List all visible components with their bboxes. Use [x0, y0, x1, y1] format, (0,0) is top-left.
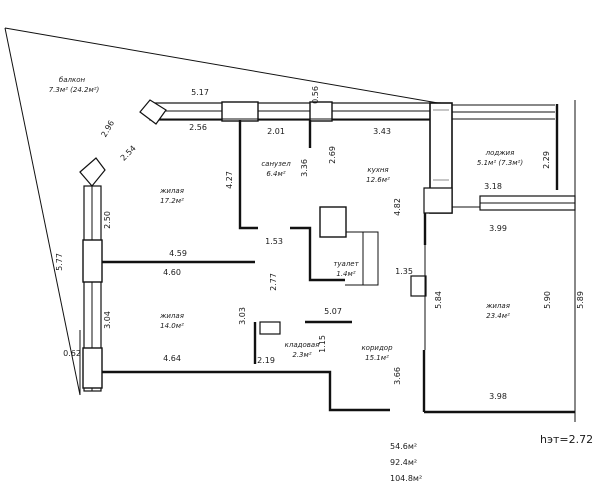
dim-277: 2.77 [269, 273, 278, 291]
dim-254: 2.54 [119, 144, 138, 163]
dim-590: 5.90 [543, 291, 552, 309]
living-mid-name: жилая [159, 312, 184, 320]
dim-056: 0.56 [311, 86, 320, 104]
pantry-name: кладовая [285, 341, 320, 349]
loggia-area: 5.1м² (7.3м²) [477, 159, 523, 167]
dim-589: 5.89 [576, 291, 585, 309]
kitchen-area: 12.6м² [366, 176, 390, 184]
dim-303: 3.03 [238, 307, 247, 325]
dim-343: 3.43 [373, 127, 391, 136]
dim-459: 4.59 [169, 249, 187, 258]
room-labels: балкон 7.3м² (24.2м²) лоджия 5.1м² (7.3м… [49, 76, 524, 362]
interior-walls [102, 120, 575, 414]
dim-399: 3.99 [489, 224, 507, 233]
toilet-area: 1.4м² [336, 270, 355, 278]
dim-256: 2.56 [189, 123, 207, 132]
area-totals: 54.6м² 92.4м² 104.8м² hэт=2.72 [390, 433, 593, 483]
dim-464: 4.64 [163, 354, 181, 363]
dim-269: 2.69 [328, 146, 337, 164]
dim-336: 3.36 [300, 159, 309, 177]
corridor-area: 15.1м² [365, 354, 389, 362]
living-mid-area: 14.0м² [160, 322, 184, 330]
dim-398: 3.98 [489, 392, 507, 401]
dim-304: 3.04 [103, 311, 112, 329]
dim-062: 0.62 [63, 349, 81, 358]
total-living-area: 54.6м² [390, 442, 417, 451]
balcony-outline [4, 27, 439, 396]
dim-153: 1.53 [265, 237, 283, 246]
balcony-area: 7.3м² (24.2м²) [49, 86, 100, 94]
dim-201: 2.01 [267, 127, 285, 136]
living-right-name: жилая [485, 302, 510, 310]
pantry-area: 2.3м² [292, 351, 311, 359]
bathroom-name: санузел [261, 160, 291, 168]
dim-135: 1.35 [395, 267, 413, 276]
dim-296: 2.96 [99, 119, 116, 139]
dim-507: 5.07 [324, 307, 342, 316]
living-right-area: 23.4м² [486, 312, 510, 320]
total-overall-area: 104.8м² [390, 474, 422, 483]
toilet-name: туалет [333, 260, 359, 268]
dim-229: 2.29 [542, 151, 551, 169]
dim-115: 1.15 [318, 335, 327, 353]
dim-577: 5.77 [55, 253, 64, 271]
dim-318: 3.18 [484, 182, 502, 191]
floor-height-label: hэт=2.72 [540, 433, 593, 446]
kitchen-shaft [423, 102, 576, 214]
living-top-name: жилая [159, 187, 184, 195]
dim-219: 2.19 [257, 356, 275, 365]
corridor-name: коридор [361, 344, 393, 352]
kitchen-name: кухня [367, 166, 388, 174]
bathroom-area: 6.4м² [266, 170, 285, 178]
dim-250: 2.50 [103, 211, 112, 229]
total-useful-area: 92.4м² [390, 458, 417, 467]
dimension-labels: 5.17 0.56 2.96 2.54 2.56 2.01 3.43 2.29 … [55, 86, 585, 401]
dim-366: 3.66 [393, 367, 402, 385]
dim-427: 4.27 [225, 171, 234, 189]
loggia-name: лоджия [485, 149, 515, 157]
dim-482: 4.82 [393, 198, 402, 216]
loggia-exterior [440, 100, 576, 422]
top-exterior-wall [139, 99, 441, 125]
living-top-area: 17.2м² [160, 197, 184, 205]
dim-460: 4.60 [163, 268, 181, 277]
dim-584: 5.84 [434, 291, 443, 309]
dim-517: 5.17 [191, 88, 209, 97]
left-exterior-wall [79, 157, 106, 392]
balcony-name: балкон [59, 76, 86, 84]
